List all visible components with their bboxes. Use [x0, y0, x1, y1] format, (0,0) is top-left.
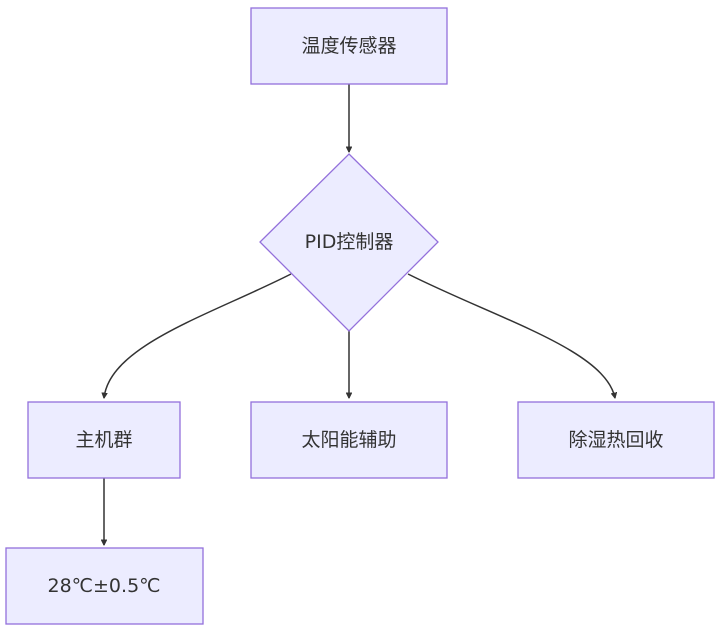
node-host-group-label: 主机群 [75, 429, 132, 451]
node-solar-assist-box [250, 401, 448, 479]
edges [104, 84, 615, 545]
node-target-temperature: 28℃±0.5℃ [5, 547, 204, 625]
edge-pid-to-hosts [104, 273, 292, 398]
node-temperature-sensor: 温度传感器 [250, 7, 448, 85]
node-solar-assist-label: 太阳能辅助 [301, 429, 396, 451]
node-target-temperature-box [5, 547, 204, 625]
node-pid-controller-diamond [259, 153, 439, 332]
node-solar-assist: 太阳能辅助 [250, 401, 448, 479]
node-pid-controller: PID控制器 [259, 153, 439, 332]
node-dehumid-heat-recovery-label: 除湿热回收 [568, 429, 663, 451]
node-pid-controller-label: PID控制器 [305, 231, 394, 253]
node-dehumid-heat-recovery: 除湿热回收 [517, 401, 715, 479]
edge-pid-to-dehumid [407, 273, 615, 398]
node-target-temperature-label: 28℃±0.5℃ [48, 575, 161, 597]
node-host-group: 主机群 [27, 401, 181, 479]
node-dehumid-heat-recovery-box [517, 401, 715, 479]
node-temperature-sensor-box [250, 7, 448, 85]
node-host-group-box [27, 401, 181, 479]
node-temperature-sensor-label: 温度传感器 [301, 35, 396, 57]
